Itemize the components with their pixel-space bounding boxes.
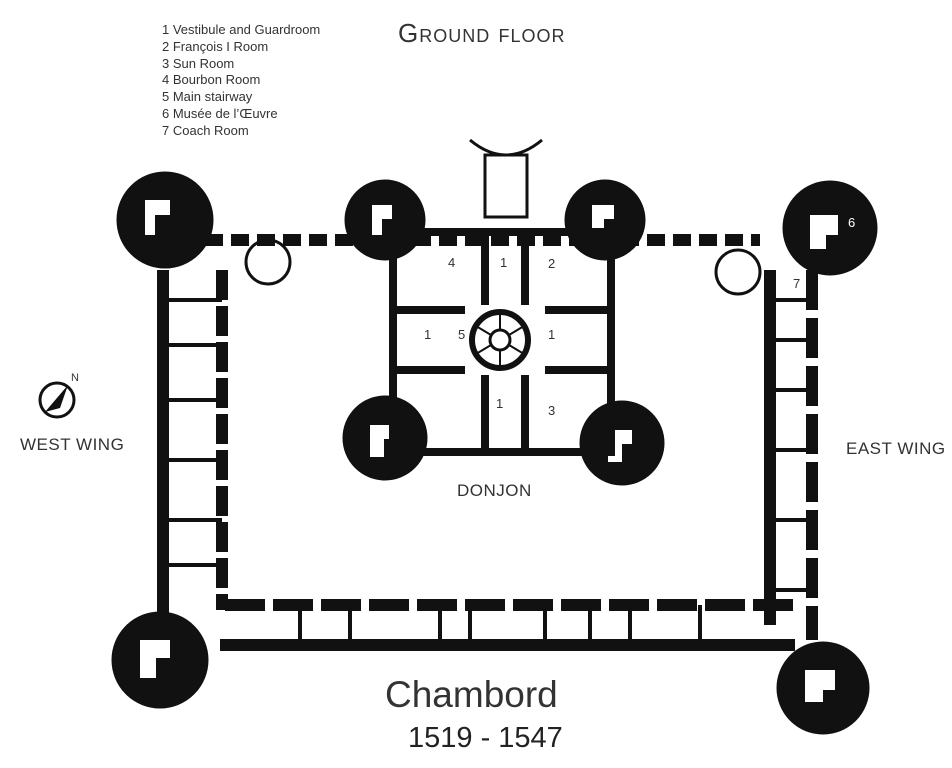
link-turrets bbox=[244, 238, 762, 296]
wing-partitions bbox=[163, 298, 812, 645]
corner-towers bbox=[111, 171, 878, 735]
north-entrance bbox=[469, 138, 543, 219]
room-number-5: 5 bbox=[458, 327, 466, 342]
legend-item: 4 Bourbon Room bbox=[162, 72, 261, 88]
plan-title: Chambord bbox=[385, 674, 558, 715]
main-stairway bbox=[469, 309, 531, 371]
plan-dates: 1519 - 1547 bbox=[408, 722, 563, 754]
west-wing-label: WEST WING bbox=[20, 435, 125, 454]
tower-interiors bbox=[140, 200, 838, 702]
legend-item: 1 Vestibule and Guardroom bbox=[162, 22, 321, 37]
donjon-label: DONJON bbox=[457, 481, 532, 500]
room-number-1-right: 1 bbox=[548, 327, 556, 342]
legend-item: 5 Main stairway bbox=[162, 89, 253, 105]
legend-item: 6 Musée de l’Œuvre bbox=[162, 105, 278, 121]
room-number-1-top: 1 bbox=[500, 255, 508, 270]
floor-heading: Ground floor bbox=[398, 18, 566, 48]
east-wing-label: EAST WING bbox=[846, 439, 946, 458]
room-number-6: 6 bbox=[848, 215, 856, 230]
room-number-2: 2 bbox=[548, 256, 556, 271]
room-number-1-left: 1 bbox=[424, 327, 432, 342]
legend-item: 3 Sun Room bbox=[162, 55, 235, 71]
room-number-4: 4 bbox=[448, 255, 456, 270]
legend-item: 7 Coach Room bbox=[162, 122, 249, 138]
room-legend: 1 Vestibule and Guardroom 2 François I R… bbox=[162, 22, 320, 140]
compass-north-label: N bbox=[71, 372, 79, 384]
legend-item: 2 François I Room bbox=[162, 38, 269, 54]
compass-rose bbox=[38, 381, 76, 419]
donjon-keep bbox=[389, 228, 615, 456]
room-number-3: 3 bbox=[548, 403, 556, 418]
room-number-7: 7 bbox=[793, 276, 801, 291]
room-number-1-bottom: 1 bbox=[496, 396, 504, 411]
